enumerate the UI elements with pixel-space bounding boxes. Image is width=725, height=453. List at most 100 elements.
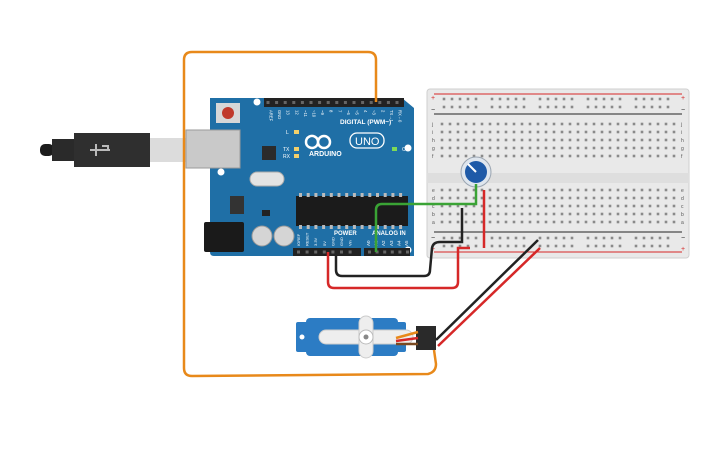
breadboard-hole[interactable] (600, 122, 604, 126)
breadboard-hole[interactable] (504, 146, 508, 150)
breadboard-hole[interactable] (536, 204, 540, 208)
breadboard-hole[interactable] (496, 204, 500, 208)
breadboard-hole[interactable] (520, 130, 524, 134)
breadboard-hole[interactable] (658, 244, 662, 248)
header-pin[interactable] (368, 250, 371, 254)
breadboard-hole[interactable] (656, 212, 660, 216)
breadboard-hole[interactable] (440, 196, 444, 200)
breadboard-hole[interactable] (496, 188, 500, 192)
breadboard-hole[interactable] (464, 138, 468, 142)
breadboard-hole[interactable] (522, 236, 526, 240)
breadboard-hole[interactable] (672, 204, 676, 208)
breadboard-hole[interactable] (602, 97, 606, 101)
breadboard-hole[interactable] (648, 122, 652, 126)
breadboard-hole[interactable] (536, 122, 540, 126)
breadboard-hole[interactable] (536, 146, 540, 150)
breadboard-hole[interactable] (658, 105, 662, 109)
breadboard-hole[interactable] (576, 212, 580, 216)
breadboard-hole[interactable] (522, 97, 526, 101)
breadboard-hole[interactable] (632, 212, 636, 216)
breadboard-hole[interactable] (472, 188, 476, 192)
breadboard-hole[interactable] (650, 236, 654, 240)
breadboard-hole[interactable] (448, 122, 452, 126)
breadboard-hole[interactable] (648, 154, 652, 158)
header-pin[interactable] (395, 101, 399, 104)
breadboard-hole[interactable] (618, 97, 622, 101)
breadboard-hole[interactable] (466, 97, 470, 101)
breadboard-hole[interactable] (456, 220, 460, 224)
header-pin[interactable] (292, 101, 296, 104)
header-pin[interactable] (322, 250, 326, 254)
breadboard-hole[interactable] (456, 146, 460, 150)
breadboard-hole[interactable] (656, 196, 660, 200)
breadboard-hole[interactable] (480, 122, 484, 126)
breadboard-hole[interactable] (488, 212, 492, 216)
breadboard-hole[interactable] (512, 196, 516, 200)
breadboard-hole[interactable] (480, 188, 484, 192)
breadboard-hole[interactable] (672, 122, 676, 126)
breadboard-hole[interactable] (632, 138, 636, 142)
breadboard-hole[interactable] (666, 97, 670, 101)
breadboard-hole[interactable] (570, 244, 574, 248)
breadboard-hole[interactable] (490, 236, 494, 240)
header-pin[interactable] (266, 101, 270, 104)
power-wire-red[interactable] (326, 246, 470, 290)
breadboard-hole[interactable] (640, 138, 644, 142)
breadboard-hole[interactable] (568, 196, 572, 200)
breadboard-hole[interactable] (642, 236, 646, 240)
breadboard-hole[interactable] (450, 236, 454, 240)
breadboard-hole[interactable] (480, 204, 484, 208)
breadboard-hole[interactable] (474, 244, 478, 248)
breadboard-hole[interactable] (594, 97, 598, 101)
breadboard-hole[interactable] (560, 130, 564, 134)
breadboard-hole[interactable] (448, 146, 452, 150)
breadboard-hole[interactable] (634, 236, 638, 240)
breadboard-hole[interactable] (450, 244, 454, 248)
breadboard-hole[interactable] (576, 204, 580, 208)
breadboard-hole[interactable] (592, 212, 596, 216)
breadboard-hole[interactable] (632, 146, 636, 150)
breadboard-hole[interactable] (554, 244, 558, 248)
breadboard-hole[interactable] (488, 220, 492, 224)
servo-horn[interactable] (318, 315, 414, 359)
breadboard-hole[interactable] (490, 244, 494, 248)
breadboard-hole[interactable] (640, 212, 644, 216)
breadboard-hole[interactable] (472, 204, 476, 208)
breadboard-hole[interactable] (624, 188, 628, 192)
breadboard-hole[interactable] (640, 122, 644, 126)
breadboard-hole[interactable] (442, 105, 446, 109)
breadboard-hole[interactable] (538, 105, 542, 109)
breadboard-hole[interactable] (594, 236, 598, 240)
potentiometer[interactable] (460, 156, 492, 188)
header-pin[interactable] (283, 101, 287, 104)
breadboard-hole[interactable] (498, 105, 502, 109)
breadboard-hole[interactable] (456, 154, 460, 158)
breadboard-hole[interactable] (480, 146, 484, 150)
breadboard-hole[interactable] (506, 236, 510, 240)
breadboard-hole[interactable] (538, 236, 542, 240)
breadboard-hole[interactable] (650, 244, 654, 248)
breadboard-hole[interactable] (600, 188, 604, 192)
breadboard-hole[interactable] (610, 236, 614, 240)
breadboard-hole[interactable] (544, 188, 548, 192)
breadboard-hole[interactable] (658, 97, 662, 101)
breadboard-hole[interactable] (488, 204, 492, 208)
breadboard-hole[interactable] (584, 154, 588, 158)
breadboard-hole[interactable] (440, 122, 444, 126)
breadboard-hole[interactable] (650, 97, 654, 101)
breadboard-hole[interactable] (544, 130, 548, 134)
breadboard-hole[interactable] (520, 146, 524, 150)
breadboard-hole[interactable] (466, 236, 470, 240)
breadboard-hole[interactable] (672, 130, 676, 134)
breadboard-hole[interactable] (634, 244, 638, 248)
breadboard-hole[interactable] (656, 138, 660, 142)
breadboard-hole[interactable] (512, 204, 516, 208)
breadboard-hole[interactable] (472, 154, 476, 158)
breadboard-hole[interactable] (618, 105, 622, 109)
breadboard-hole[interactable] (632, 154, 636, 158)
breadboard-hole[interactable] (642, 105, 646, 109)
breadboard-hole[interactable] (464, 212, 468, 216)
breadboard-hole[interactable] (504, 196, 508, 200)
breadboard-hole[interactable] (528, 154, 532, 158)
breadboard-hole[interactable] (584, 220, 588, 224)
